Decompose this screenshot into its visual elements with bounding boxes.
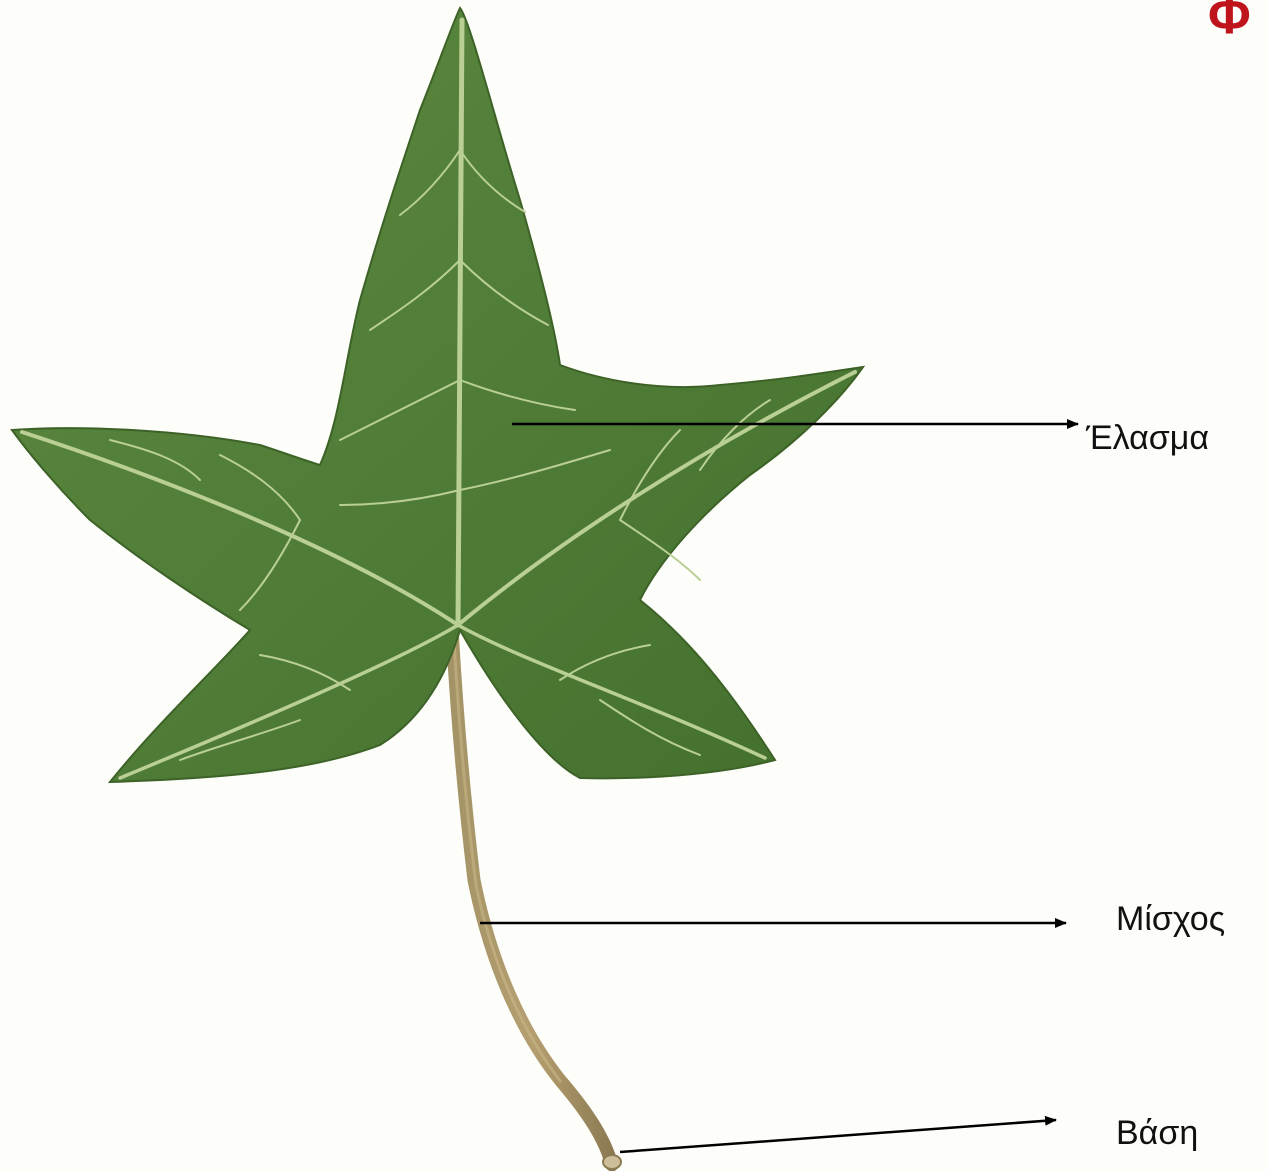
blade-label: Έλασμα (1086, 421, 1209, 455)
base-label: Βάση (1116, 1116, 1198, 1150)
petiole-base-end (603, 1155, 621, 1169)
petiole-label: Μίσχος (1116, 902, 1225, 936)
corner-title-fragment: Φ (1208, 0, 1251, 42)
leaf-blade-shape (12, 8, 863, 782)
base-leader-arrow (620, 1120, 1056, 1152)
